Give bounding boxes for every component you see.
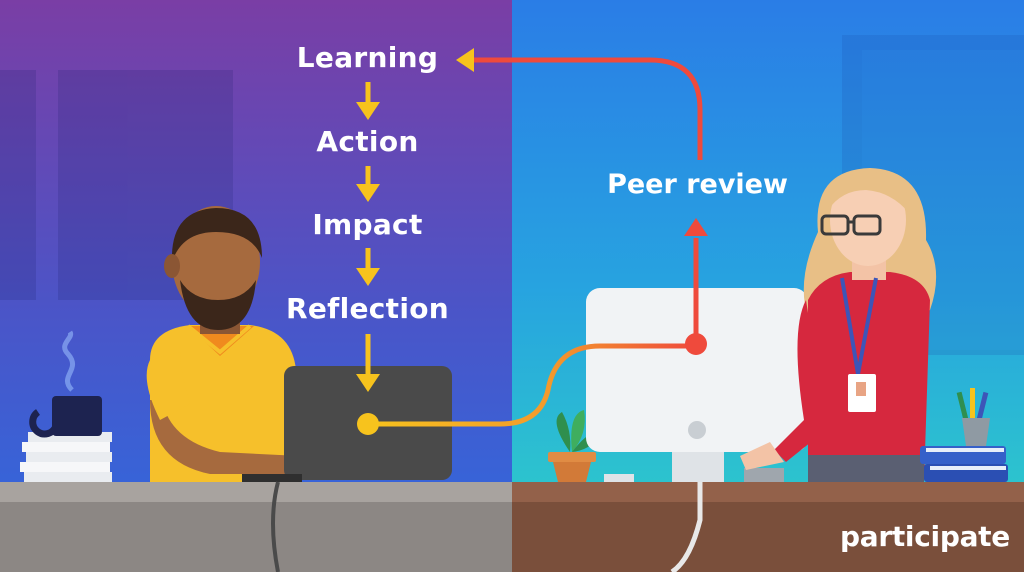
arrow-down-icon [356,166,380,202]
flow-step-action: Action [316,125,419,158]
connector-line [368,343,696,427]
laptop-node-dot [357,413,379,435]
flow-step-reflection: Reflection [285,292,450,325]
book-stack-icon [920,446,1008,482]
pencil-cup-icon [956,388,990,446]
paper-stack-icon [20,432,112,482]
desktop-monitor [586,288,808,482]
peer-review-label: Peer review [607,169,788,200]
arrow-down-icon [356,82,380,120]
arrow-down-icon [356,334,380,392]
arrow-up-icon [684,218,708,334]
flow-step-impact: Impact [312,208,423,241]
arrow-back-to-learning-icon [456,48,703,160]
woman-figure [740,168,937,482]
laptop-cable [271,481,280,572]
monitor-cable [670,430,703,572]
man-figure [146,206,300,482]
flow-arrows [356,82,380,392]
monitor-node-dot [685,333,707,355]
coffee-mug-icon [29,330,102,438]
arrow-down-icon [356,248,380,286]
flow-step-learning: Learning [296,41,439,74]
plant-icon [548,410,600,482]
brand-logo: participate [840,520,1010,553]
